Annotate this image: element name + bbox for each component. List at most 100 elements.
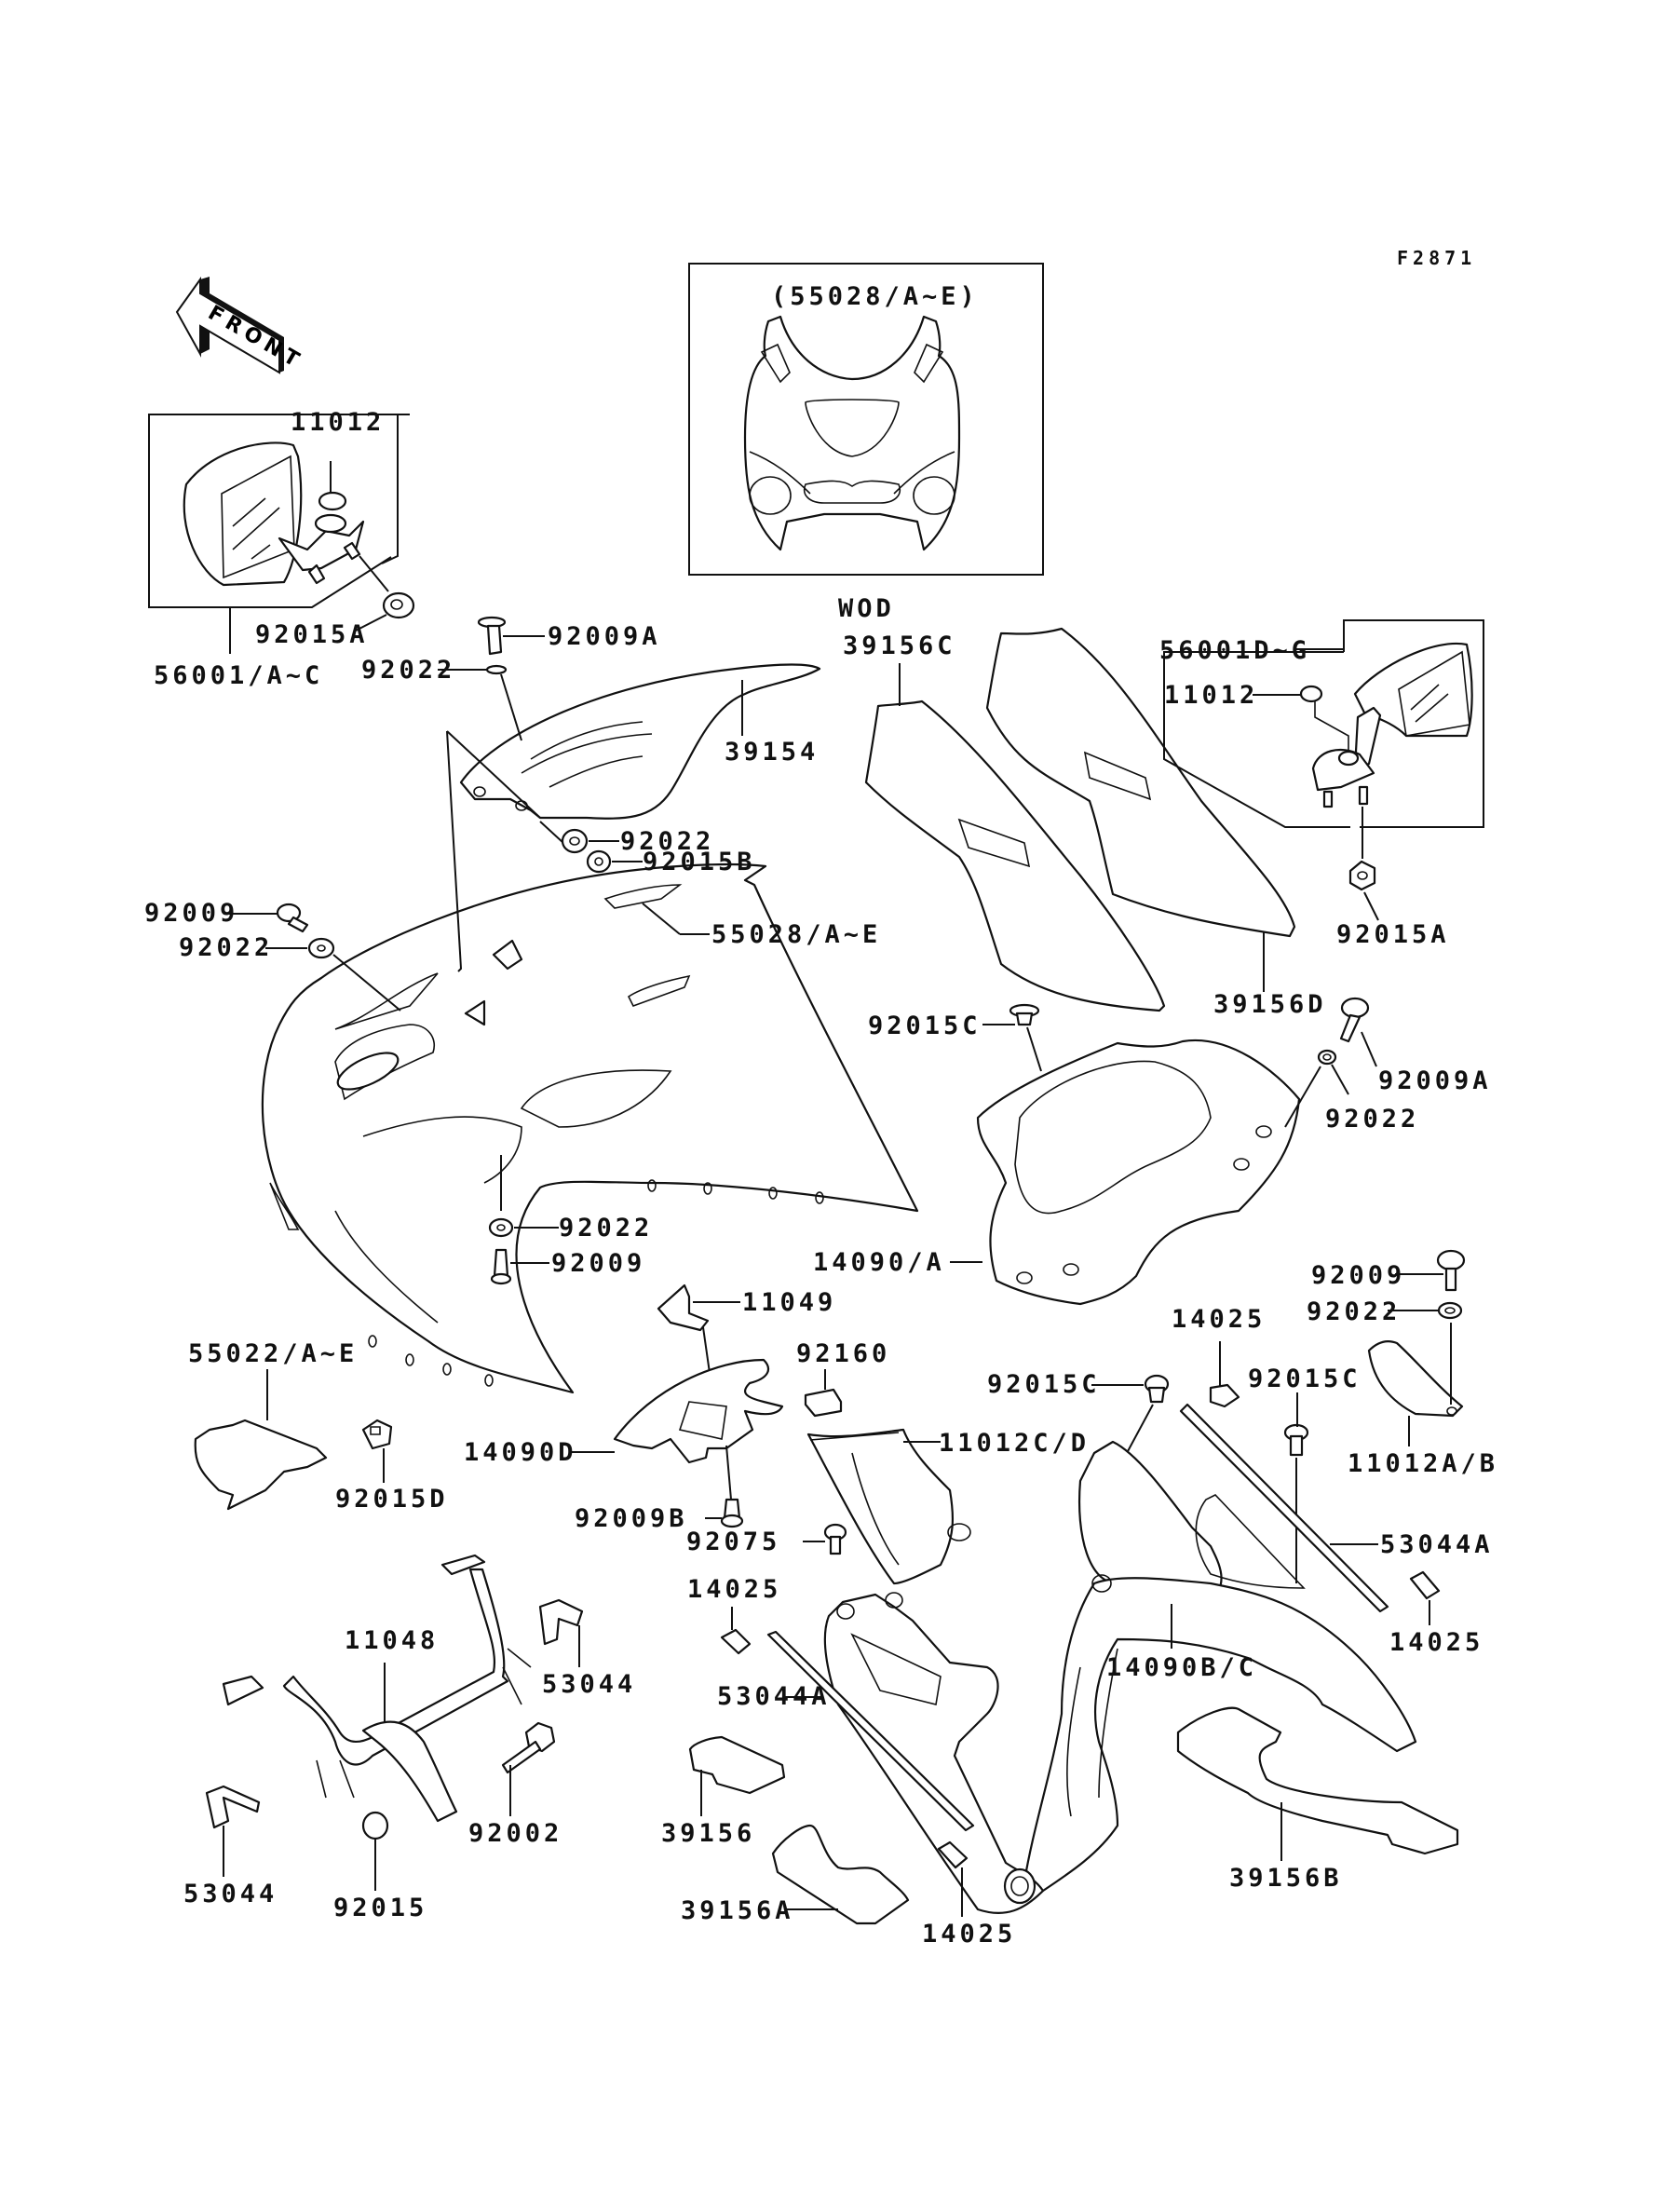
mirror-right-group-frame-b: [1164, 652, 1350, 827]
leader-55028: [643, 903, 680, 934]
part-label[interactable]: 56001/A~C: [154, 661, 324, 690]
part-label[interactable]: 92015D: [335, 1485, 449, 1514]
clip-14025-left: [722, 1607, 750, 1653]
part-label[interactable]: 92022: [1325, 1105, 1420, 1134]
part-label[interactable]: 14025: [922, 1920, 1017, 1949]
clip-92075: [803, 1525, 846, 1554]
part-label[interactable]: 11048: [345, 1626, 440, 1655]
screw-92009-left: [228, 904, 400, 1011]
part-label[interactable]: 55022/A~E: [188, 1339, 359, 1368]
part-label[interactable]: 14090B/C: [1106, 1653, 1258, 1682]
part-label[interactable]: 39156A: [681, 1896, 794, 1925]
grommet-92015c-mid: [1285, 1392, 1307, 1583]
figure-code: F2871: [1397, 247, 1477, 269]
mirror-left-group-frame-b: [382, 414, 398, 564]
lower-duct-assembly: [825, 1593, 1043, 1913]
part-label[interactable]: 92009: [144, 899, 239, 928]
nut-92015: [363, 1813, 387, 1891]
part-label[interactable]: 11012C/D: [939, 1429, 1091, 1458]
part-label[interactable]: 92009B: [575, 1504, 688, 1533]
part-label[interactable]: 11049: [742, 1288, 837, 1317]
part-label[interactable]: 53044: [183, 1880, 278, 1908]
strip-53044a-right: [1181, 1405, 1388, 1611]
inset-cowl-front-view: [745, 317, 959, 550]
inner-cowl-14090bc: [1024, 1442, 1416, 1891]
screw-92009b: [705, 1500, 742, 1527]
inner-panel-39156c: [866, 663, 1164, 1011]
part-label[interactable]: 92015C: [1248, 1365, 1362, 1393]
clip-53044-lower: [207, 1786, 259, 1877]
part-label[interactable]: 39156C: [843, 631, 956, 660]
part-label[interactable]: 14090/A: [813, 1248, 945, 1277]
clip-14025-upper: [1211, 1341, 1239, 1406]
inset-variant-code: WOD: [838, 594, 895, 623]
inset-title: (55028/A~E): [771, 282, 979, 311]
pad-39156b: [1178, 1708, 1457, 1861]
part-label[interactable]: 92009: [1311, 1261, 1406, 1290]
windshield-39154: [461, 665, 820, 819]
part-label[interactable]: 56001D~G: [1159, 636, 1311, 665]
clip-53044-upper: [540, 1600, 582, 1667]
pad-39156a: [773, 1826, 908, 1923]
part-label[interactable]: 92015C: [987, 1370, 1101, 1399]
part-label[interactable]: 53044A: [1380, 1530, 1494, 1559]
part-label[interactable]: 11012A/B: [1348, 1449, 1499, 1478]
part-label[interactable]: 92015C: [868, 1012, 982, 1040]
part-label[interactable]: 92022: [361, 656, 456, 685]
leader-screen-bracket-b: [447, 731, 540, 818]
cover-11012ab: [1369, 1323, 1462, 1446]
screw-92009-center: [490, 1155, 559, 1283]
mirror-right: [1253, 644, 1472, 920]
duct-14090d: [571, 1360, 782, 1500]
screw-92009-right: [1388, 1251, 1464, 1318]
part-label[interactable]: 39156: [661, 1819, 756, 1848]
part-label[interactable]: 92015: [333, 1894, 428, 1922]
part-label[interactable]: 55028/A~E: [711, 920, 882, 949]
pad-92160: [806, 1369, 841, 1416]
clip-14025-right: [1411, 1572, 1439, 1625]
bracket-11049: [658, 1285, 740, 1392]
part-label[interactable]: 11012: [1164, 681, 1259, 710]
part-label[interactable]: 92022: [1307, 1297, 1402, 1326]
part-label[interactable]: 14025: [687, 1575, 782, 1604]
duct-11012cd: [808, 1430, 970, 1583]
screw-92009a-top: [438, 618, 545, 740]
part-label[interactable]: 53044A: [717, 1682, 831, 1711]
part-label[interactable]: 92002: [468, 1819, 563, 1848]
mirror-left: [184, 442, 413, 631]
cowl-stay-11048: [224, 1555, 531, 1821]
meter-cover-14090a: [950, 1005, 1299, 1304]
front-arrow-icon: [177, 277, 284, 373]
part-label[interactable]: 14090D: [464, 1438, 577, 1467]
part-label[interactable]: 92022: [179, 933, 274, 962]
part-label[interactable]: 53044: [542, 1670, 637, 1699]
part-label[interactable]: 92009: [551, 1249, 646, 1278]
light-cover-55022: [196, 1369, 391, 1509]
part-label[interactable]: 92009A: [1378, 1066, 1492, 1095]
clip-14025-bottom: [939, 1842, 967, 1917]
part-label[interactable]: 39156D: [1213, 990, 1327, 1019]
inner-panel-39156d: [987, 629, 1294, 992]
pad-39156: [690, 1737, 784, 1816]
upper-cowl-55028: [263, 864, 917, 1392]
part-label[interactable]: 11012: [291, 408, 386, 437]
part-label[interactable]: 14025: [1389, 1628, 1484, 1657]
part-label[interactable]: 92160: [796, 1339, 891, 1368]
part-label[interactable]: 92075: [686, 1528, 781, 1556]
part-label[interactable]: 92015A: [1336, 920, 1450, 949]
strip-53044a-left: [768, 1632, 973, 1830]
mirror-left-group-frame: [149, 414, 410, 607]
grommet-92015c-right: [1091, 1376, 1168, 1453]
part-label[interactable]: 92009A: [548, 622, 661, 651]
part-label[interactable]: 92022: [620, 827, 715, 856]
washers-92022-92015b: [540, 822, 643, 872]
bolt-92002: [503, 1723, 554, 1816]
part-label[interactable]: 14025: [1172, 1305, 1267, 1334]
inset-frame: [689, 264, 1043, 575]
part-label[interactable]: 92022: [559, 1214, 654, 1243]
part-label[interactable]: 39154: [725, 738, 820, 767]
part-label[interactable]: 92015A: [255, 620, 369, 649]
part-label[interactable]: 92015B: [643, 848, 756, 876]
part-label[interactable]: 39156B: [1229, 1864, 1343, 1893]
